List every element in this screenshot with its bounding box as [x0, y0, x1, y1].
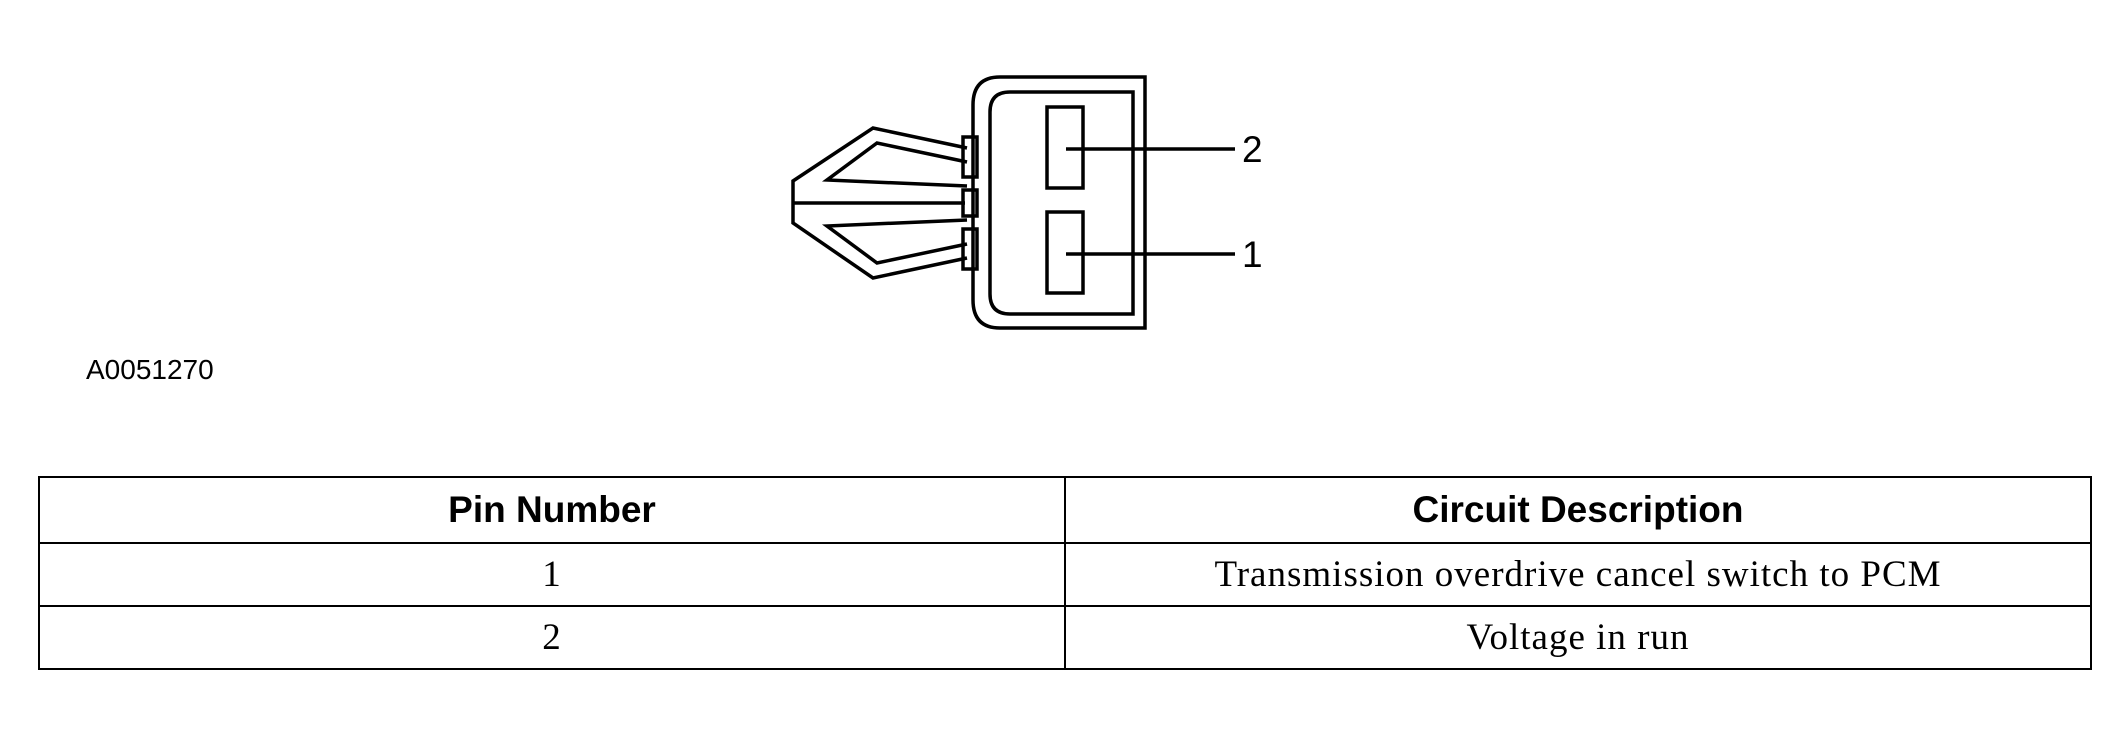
- connector-tab-upper: [961, 135, 979, 179]
- header-circuit-description: Circuit Description: [1064, 476, 2092, 544]
- connector-housing-outer: [971, 75, 1147, 330]
- connector-housing-inner: [988, 90, 1135, 316]
- table-row: 1 Transmission overdrive cancel switch t…: [38, 542, 2092, 607]
- cell-pin-number: 2: [38, 605, 1066, 670]
- pin-label-2: 2: [1242, 129, 1263, 170]
- pin-label-1: 1: [1242, 234, 1263, 275]
- table-header-row: Pin Number Circuit Description: [38, 476, 2092, 544]
- header-pin-number: Pin Number: [38, 476, 1066, 544]
- cell-pin-number: 1: [38, 542, 1066, 607]
- figure-id: A0051270: [86, 354, 214, 385]
- connector-tab-middle: [961, 188, 979, 218]
- connector-latch-inner-upper: [821, 141, 968, 188]
- cell-circuit-description: Transmission overdrive cancel switch to …: [1064, 542, 2092, 607]
- cell-circuit-description: Voltage in run: [1064, 605, 2092, 670]
- pinout-table: Pin Number Circuit Description 1 Transmi…: [38, 476, 2092, 670]
- connector-tab-lower: [961, 227, 979, 271]
- table-row: 2 Voltage in run: [38, 605, 2092, 670]
- connector-diagram: 2 1: [791, 75, 1263, 330]
- connector-latch-inner-lower: [821, 218, 968, 265]
